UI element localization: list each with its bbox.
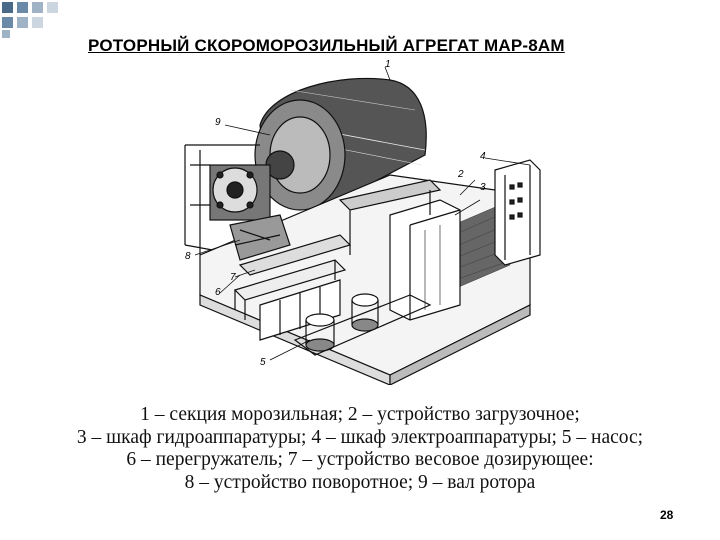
slide-title: РОТОРНЫЙ СКОРОМОРОЗИЛЬНЫЙ АГРЕГАТ МАР-8А… bbox=[88, 36, 565, 55]
page-number: 28 bbox=[660, 508, 674, 522]
callout-6: 6 bbox=[215, 287, 221, 298]
figure-legend: 1 – секция морозильная; 2 – устройство з… bbox=[0, 404, 720, 494]
legend-line: 3 – шкаф гидроаппаратуры; 4 – шкаф элект… bbox=[76, 426, 644, 448]
callout-5: 5 bbox=[260, 357, 266, 368]
corner-square bbox=[17, 2, 28, 13]
callout-1: 1 bbox=[385, 59, 391, 70]
legend-line: 6 – перегружатель; 7 – устройство весово… bbox=[126, 449, 594, 470]
corner-square bbox=[32, 17, 43, 28]
corner-square bbox=[32, 2, 43, 13]
callout-7: 7 bbox=[230, 272, 236, 283]
callout-2: 2 bbox=[457, 169, 464, 180]
legend-line: 1 – секция морозильная; 2 – устройство з… bbox=[140, 404, 580, 425]
callout-4: 4 bbox=[480, 151, 486, 162]
callout-3: 3 bbox=[480, 182, 486, 193]
callout-8: 8 bbox=[185, 251, 191, 262]
corner-square bbox=[2, 2, 13, 13]
corner-square bbox=[17, 17, 28, 28]
machine-illustration: 1 2 3 4 5 6 7 8 9 bbox=[184, 59, 541, 385]
legend-line: 8 – устройство поворотное; 9 – вал ротор… bbox=[184, 471, 536, 493]
corner-square bbox=[2, 17, 13, 28]
decorative-corner-squares bbox=[2, 2, 58, 38]
corner-square bbox=[47, 2, 58, 13]
corner-square bbox=[2, 30, 10, 38]
callout-9: 9 bbox=[215, 117, 221, 128]
